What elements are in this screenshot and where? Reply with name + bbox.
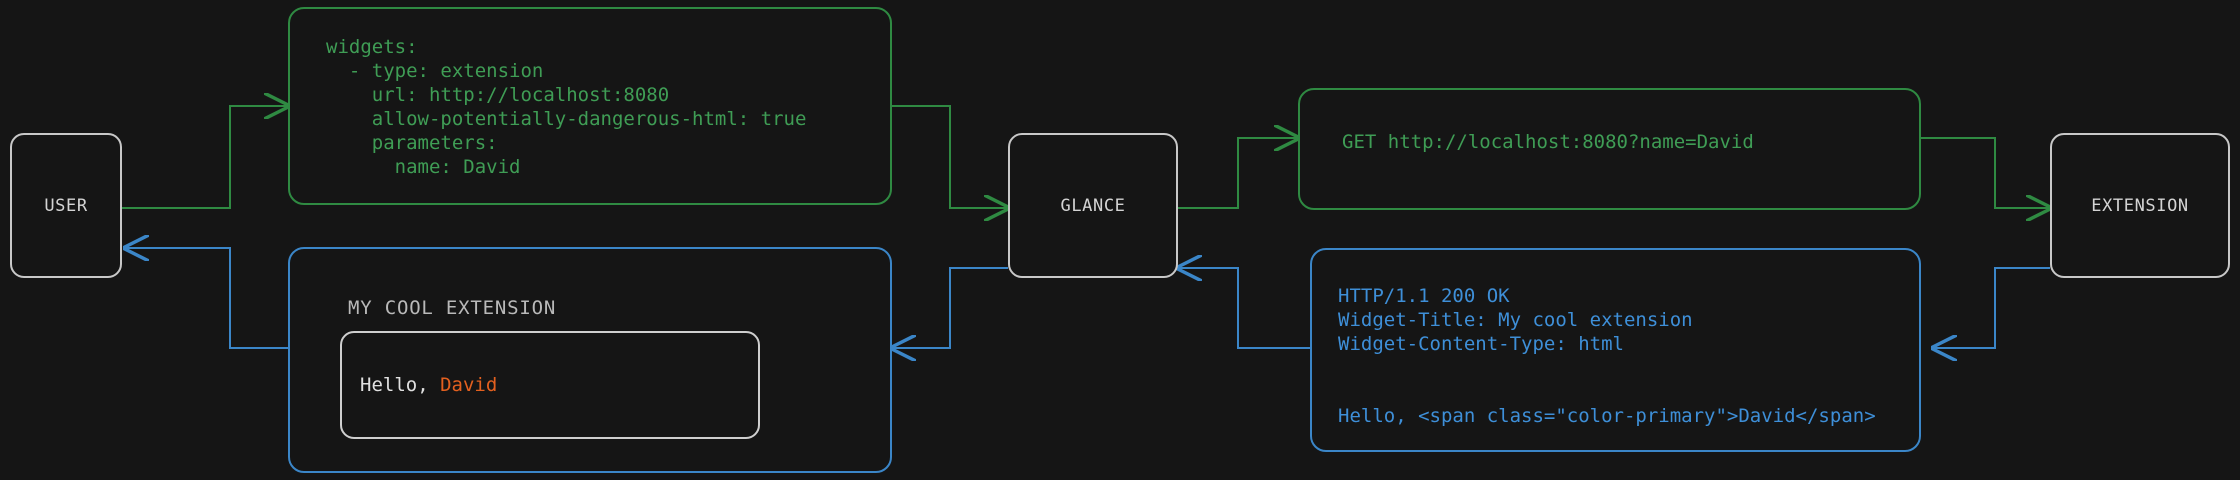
request-code: GET http://localhost:8080?name=David <box>1342 130 1754 154</box>
node-user[interactable]: USER <box>10 133 122 278</box>
edge-extension-to-response <box>1933 267 2050 348</box>
response-line-4: Hello, <span class="color-primary">David… <box>1338 405 1876 427</box>
config-line-0: widgets: <box>326 36 418 58</box>
node-extension-label: EXTENSION <box>2091 195 2189 216</box>
edge-user-to-config <box>121 106 288 209</box>
rendered-widget-body: Hello, David <box>360 374 497 396</box>
edge-request-to-extension <box>1921 137 2050 208</box>
rendered-widget-body-prefix: Hello, <box>360 374 441 396</box>
panel-response: HTTP/1.1 200 OK Widget-Title: My cool ex… <box>1310 248 1921 452</box>
request-line-0: GET http://localhost:8080?name=David <box>1342 131 1754 153</box>
edge-glance-to-widget <box>892 267 1008 348</box>
rendered-widget-card: Hello, David <box>340 331 760 439</box>
response-line-3 <box>1338 356 1876 380</box>
panel-request: GET http://localhost:8080?name=David <box>1298 88 1921 210</box>
config-line-5: name: David <box>326 156 521 178</box>
node-glance-label: GLANCE <box>1060 195 1126 216</box>
edge-config-to-glance <box>892 105 1008 208</box>
response-line-2: Widget-Content-Type: html <box>1338 333 1624 355</box>
config-line-3: allow-potentially-dangerous-html: true <box>326 108 807 130</box>
config-line-1: - type: extension <box>326 60 544 82</box>
node-user-label: USER <box>44 195 88 216</box>
edge-widget-to-user <box>125 248 288 349</box>
response-line-1: Widget-Title: My cool extension <box>1338 309 1693 331</box>
config-code: widgets: - type: extension url: http://l… <box>326 35 806 179</box>
node-glance[interactable]: GLANCE <box>1008 133 1178 278</box>
rendered-widget-title: MY COOL EXTENSION <box>348 297 557 319</box>
config-line-4: parameters: <box>326 132 498 154</box>
edge-response-to-glance <box>1178 268 1310 349</box>
panel-config: widgets: - type: extension url: http://l… <box>288 7 892 205</box>
node-extension[interactable]: EXTENSION <box>2050 133 2230 278</box>
edge-glance-to-request <box>1178 138 1298 209</box>
response-code: HTTP/1.1 200 OK Widget-Title: My cool ex… <box>1338 284 1876 428</box>
config-line-2: url: http://localhost:8080 <box>326 84 670 106</box>
rendered-widget-body-accent: David <box>440 374 498 396</box>
response-line-0: HTTP/1.1 200 OK <box>1338 285 1510 307</box>
panel-rendered-widget: MY COOL EXTENSION Hello, David <box>288 247 892 473</box>
